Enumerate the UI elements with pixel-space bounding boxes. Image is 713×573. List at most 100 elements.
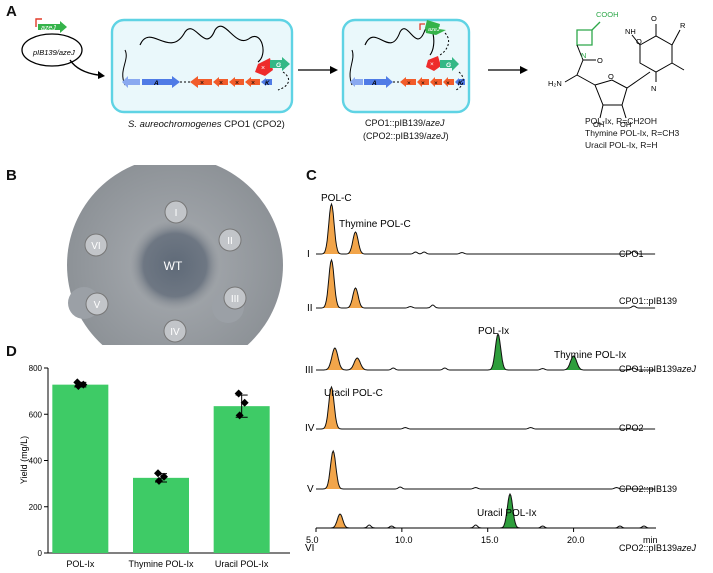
gene-x-2b: × xyxy=(421,80,425,87)
peak-fill-6-2 xyxy=(498,494,522,528)
strain1-caption: S. aureochromogenes CPO1 (CPO2) xyxy=(128,119,285,130)
trace-line-1 xyxy=(316,202,656,255)
gene-red-2 xyxy=(426,56,441,71)
cell-2 xyxy=(341,18,471,114)
peak-label-uracil-pol-ix: Uracil POL-Ix xyxy=(477,508,536,519)
peak-fill-5-1 xyxy=(321,451,345,489)
gene-x-2a: × xyxy=(407,80,411,87)
gene-x-1b: × xyxy=(219,80,223,87)
bar-ytick-label-0: 0 xyxy=(38,549,43,558)
struct-o-ring: O xyxy=(608,72,614,81)
peak-fill-3-4 xyxy=(560,356,587,370)
gene-x-2c: × xyxy=(434,80,438,87)
trace-roman-vi: VI xyxy=(305,543,314,554)
bar-ylabel: Yield (mg/L) xyxy=(19,436,29,484)
trace-label-ii: CPO1::pIB139 xyxy=(619,296,677,306)
gene-g-2 xyxy=(440,57,459,71)
panel-letter-a: A xyxy=(6,3,17,20)
struct-n-bottom: N xyxy=(651,84,656,93)
wt-halo xyxy=(130,220,220,310)
peak-fill-3-1 xyxy=(322,348,348,370)
peak-fill-3-2 xyxy=(344,358,371,370)
process-arrow-2-head xyxy=(520,66,528,74)
petri-dish: I II III IV V VI WT xyxy=(67,165,283,345)
struct-n-azetidine: N xyxy=(581,51,586,60)
trace-label-iii: CPO1::pIB139azeJ xyxy=(619,364,697,374)
well-ii xyxy=(218,228,242,252)
struct-oh-1: OH xyxy=(593,120,604,129)
trace-roman-iii: III xyxy=(305,365,313,376)
chrom-tick-15: 15.0 xyxy=(481,535,499,545)
gene-g-label-1: G xyxy=(276,62,281,69)
gene-cluster-2 xyxy=(350,76,465,88)
peak-label-thymine-pol-ix: Thymine POL-Ix xyxy=(554,350,626,361)
trace-label-v: CPO2::pIB139 xyxy=(619,484,677,494)
peak-fill-4-1 xyxy=(320,387,343,429)
strain2-caption-line1: CPO1::pIB139/azeJ xyxy=(365,118,445,128)
gene-x-red-1: × xyxy=(261,65,265,72)
panel-b: I II III IV V VI WT xyxy=(0,165,300,345)
trace-line-5 xyxy=(316,449,656,490)
chromatogram: 5.0 10.0 15.0 20.0 min POL-C Thymine POL… xyxy=(305,193,697,554)
chemical-structure xyxy=(564,21,685,119)
trace-line-4 xyxy=(316,385,656,430)
panel-a: azeJ pIB139/azeJ A × × × × K × G xyxy=(0,0,713,160)
struct-legend-1: POL-Ix, R=CH2OH xyxy=(585,116,658,126)
plasmid-gene-arrow xyxy=(38,21,67,33)
peak-fill-2-2 xyxy=(344,288,367,308)
peak-label-thymine-pol-c: Thymine POL-C xyxy=(339,219,411,230)
bar-1 xyxy=(133,477,189,553)
well-label-iv: IV xyxy=(170,327,180,338)
bar-ytick-label-2: 400 xyxy=(29,457,43,466)
well-label-ii: II xyxy=(227,236,233,247)
trace-roman-ii: II xyxy=(307,303,313,314)
strain2-caption-line2: (CPO2::pIB139/azeJ) xyxy=(363,131,449,141)
bar-point-2-2 xyxy=(235,411,244,420)
well-iv xyxy=(163,319,187,343)
plasmid-label: pIB139/azeJ xyxy=(32,48,75,57)
well-label-wt: WT xyxy=(164,259,183,273)
struct-legend-2: Thymine POL-Ix, R=CH3 xyxy=(585,128,680,138)
bar-0 xyxy=(52,384,109,553)
gene-a-label-1: A xyxy=(153,80,159,87)
trace-line-2 xyxy=(316,258,656,309)
struct-nh: NH xyxy=(625,27,636,36)
bar-ytick-label-1: 200 xyxy=(29,503,43,512)
struct-legend-3: Uracil POL-Ix, R=H xyxy=(585,140,658,150)
trace-line-3 xyxy=(316,332,656,371)
bar-category-label-0: POL-Ix xyxy=(66,559,95,569)
bar-point-2-0 xyxy=(234,389,243,398)
gene-link-2b xyxy=(455,71,464,91)
well-vi xyxy=(84,233,108,257)
chrom-tick-5: 5.0 xyxy=(306,535,319,545)
plasmid-gene-label: azeJ xyxy=(41,25,56,32)
bar-category-label-1: Thymine POL-Ix xyxy=(128,559,194,569)
bar-category-label-2: Uracil POL-Ix xyxy=(215,559,269,569)
struct-o-left: O xyxy=(636,37,642,46)
promoter-arrow-2 xyxy=(419,23,425,30)
well-label-v: V xyxy=(94,300,101,311)
process-arrow-1-head xyxy=(330,66,338,74)
panel-letter-b: B xyxy=(6,167,17,184)
trace-label-i: CPO1 xyxy=(619,249,644,259)
well-v xyxy=(85,292,109,316)
well-i xyxy=(164,200,188,224)
bar-2 xyxy=(213,406,270,553)
gene-small-1 xyxy=(122,76,140,88)
trace-label-iv: CPO2 xyxy=(619,423,644,433)
gene-g-1 xyxy=(270,57,290,71)
cell-1 xyxy=(110,18,294,114)
well-label-vi: VI xyxy=(91,241,100,252)
plasmid-ellipse xyxy=(21,33,83,67)
bar-point-1-2 xyxy=(155,476,163,485)
gene-cluster-1 xyxy=(190,76,272,88)
curved-arrow-head xyxy=(98,71,105,79)
well-label-i: I xyxy=(175,208,178,219)
panel-a-drawing: azeJ pIB139/azeJ A × × × × K × G xyxy=(21,10,686,129)
gene-x-red-2: × xyxy=(430,61,434,68)
peak-fill-1-1 xyxy=(320,204,343,254)
inset-link xyxy=(439,32,450,56)
struct-nh2: H₂N xyxy=(548,79,562,88)
